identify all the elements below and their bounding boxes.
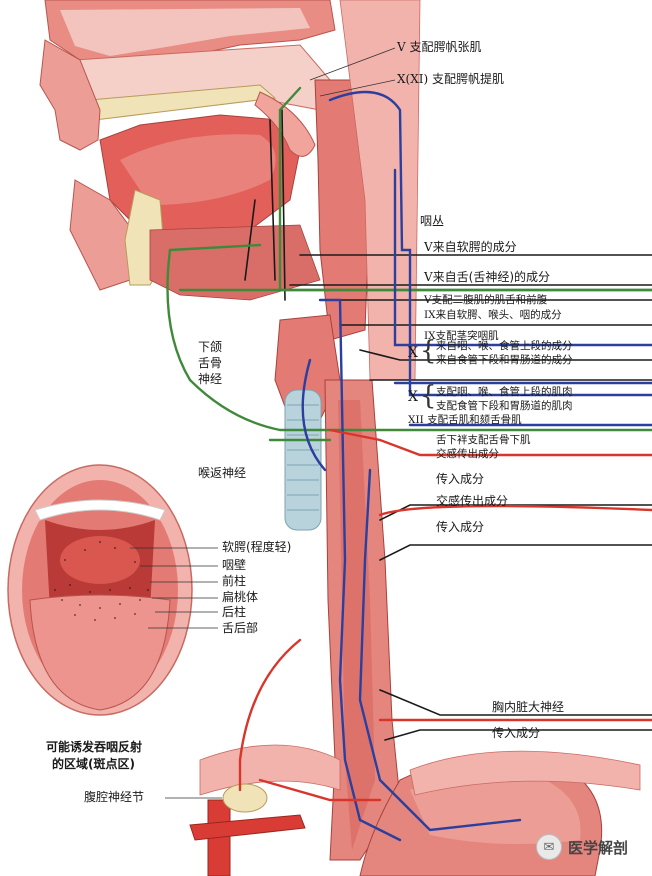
label-ansa: 舌下袢支配舌骨下肌 [436,434,531,446]
label-mandibular-1: 下颌 [198,340,223,354]
mouth-inset [7,464,193,716]
watermark: ✉ 医学解剖 [536,834,628,860]
label-v-tensor: V 支配腭帆张肌 [397,40,482,54]
label-x-levator: X(XI) 支配腭帆提肌 [397,72,505,86]
label-afferent3: 传入成分 [492,726,541,740]
label-soft-palate-region: 软腭(程度轻) [222,540,292,554]
brace-1: { [420,336,437,366]
nerve-pathways [166,86,652,842]
watermark-text: 医学解剖 [568,838,629,857]
label-anterior-pillar: 前柱 [222,574,247,588]
inset-leader-lines [130,47,396,799]
label-ix-from: IX来自软腭、喉头、咽的成分 [424,309,562,321]
label-thoracic-splanchnic: 胸内脏大神经 [492,700,565,714]
label-symp1: 交感传出成分 [436,448,499,460]
label-pharyngeal-plexus: 咽丛 [420,214,445,228]
roman-x-second: X [408,389,418,405]
roman-x-first: X [408,345,418,361]
diaphragm [199,744,641,796]
label-v-soft-palate: V来自软腭的成分 [424,240,517,254]
label-mandibular-2: 舌骨 [198,356,223,370]
label-tongue-back: 舌后部 [222,621,259,635]
aorta-celiac [189,783,306,876]
label-pharynx-wall: 咽壁 [222,558,247,572]
label-celiac-ganglion: 腹腔神经节 [84,790,145,804]
label-v-tongue: V来自舌(舌神经)的成分 [424,270,551,284]
label-afferent2: 传入成分 [436,520,485,534]
label-ix-stylo: IX支配茎突咽肌 [424,330,499,342]
label-xii-tongue: XII 支配舌肌和颏舌骨肌 [408,414,522,426]
caption-line-1: 可能诱发吞咽反射 [46,740,143,754]
label-x-from1: 来自咽、喉、食管上段的成分 [436,340,573,352]
label-afferent1: 传入成分 [436,472,485,486]
caption-line-2: 的区域(斑点区) [52,757,135,771]
label-x-mus2: 支配食管下段和胃肠道的肌肉 [436,400,573,412]
head-sagittal-section [39,0,421,421]
roman-x-xi: X(XI) [397,72,429,86]
label-v-digastric: V支配二腹肌的肌舌和前腹 [424,294,548,306]
roman-v: V [397,40,406,54]
label-mandibular-3: 神经 [198,372,223,386]
label-x-mus1: 支配咽、喉、食管上段的肌肉 [436,386,573,398]
label-x-from2: 来自食管下段和胃肠道的成分 [436,354,573,366]
trachea [284,389,322,531]
label-tonsil: 扁桃体 [222,590,259,604]
brace-2: { [420,381,437,411]
wechat-icon: ✉ [536,834,562,860]
label-posterior-pillar: 后柱 [222,605,247,619]
label-recurrent-laryngeal: 喉返神经 [198,466,247,480]
label-symp2: 交感传出成分 [436,494,509,508]
